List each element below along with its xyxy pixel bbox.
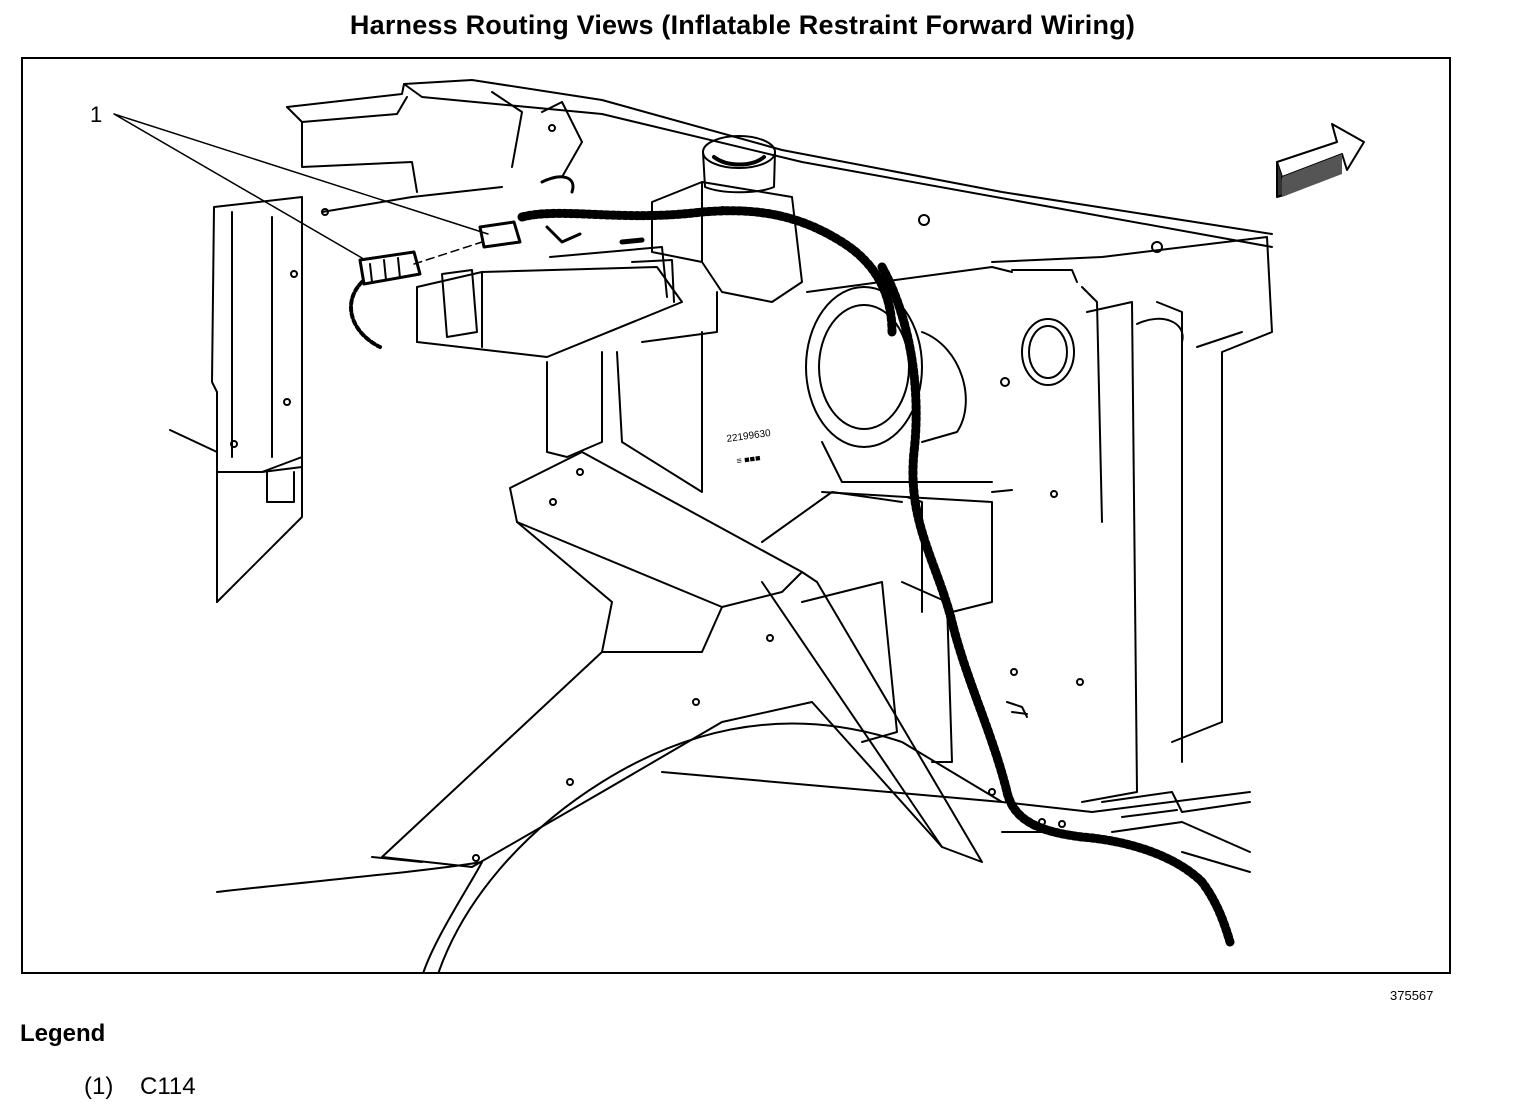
- inner-fender: [216, 861, 483, 972]
- callout-leader: [113, 113, 489, 259]
- center-housing: [651, 181, 803, 303]
- cowl-outline: [286, 79, 1273, 235]
- page-title: Harness Routing Views (Inflatable Restra…: [349, 10, 1136, 40]
- c114-connector-left: [358, 250, 422, 286]
- blower-motor: [805, 286, 923, 448]
- wiring-harness-upper: [517, 206, 897, 337]
- front-direction-arrow: [1276, 123, 1365, 198]
- module-box: [416, 266, 683, 358]
- strut-brace: [381, 451, 983, 868]
- access-port: [1021, 318, 1075, 386]
- legend-item-number: (1): [84, 1073, 114, 1100]
- c114-connector-right: [478, 220, 522, 249]
- firewall-panel-right: [991, 236, 1273, 743]
- harness-routing-drawing: 1 22199630 ≡ ■■■: [90, 79, 1365, 972]
- svg-text:≡ ■■■: ≡ ■■■: [736, 453, 761, 466]
- left-panel: [211, 196, 303, 473]
- figure-number: 375567: [1390, 988, 1434, 1003]
- legend-item-label: C114: [140, 1073, 196, 1100]
- legend-item: (1) C114: [84, 1073, 196, 1101]
- svg-text:22199630: 22199630: [726, 428, 772, 445]
- callout-label: 1: [90, 102, 102, 127]
- wiring-harness-main: [877, 262, 1235, 947]
- legend-heading: Legend: [20, 1020, 106, 1047]
- diagram-frame: 1 22199630 ≡ ■■■: [21, 57, 1451, 974]
